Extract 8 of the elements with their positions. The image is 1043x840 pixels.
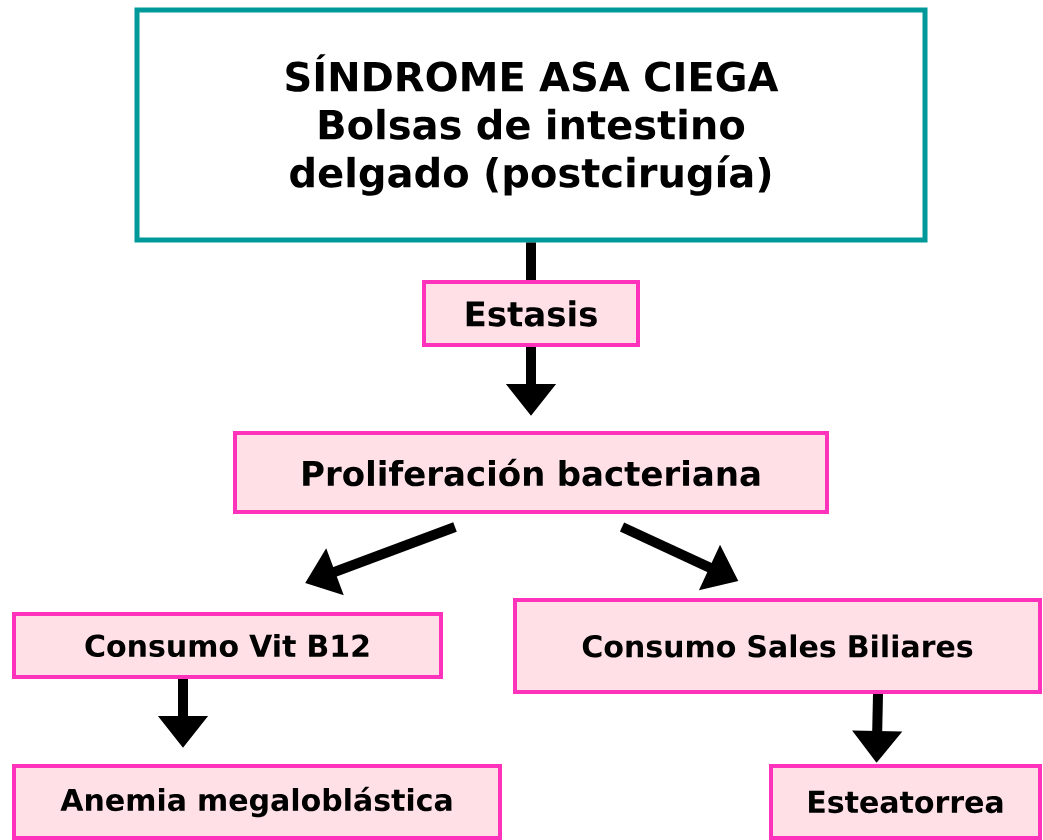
process-box: Proliferación bacteriana xyxy=(233,431,829,514)
process-box: Consumo Vit B12 xyxy=(12,612,443,679)
title-box: SÍNDROME ASA CIEGA Bolsas de intestino delgado (postcirugía) xyxy=(134,7,928,243)
process-box: Estasis xyxy=(422,280,640,347)
process-box: Anemia megaloblástica xyxy=(12,764,502,840)
connector-line xyxy=(526,242,536,280)
process-box: Esteatorrea xyxy=(769,764,1042,840)
process-box: Consumo Sales Biliares xyxy=(513,598,1042,694)
